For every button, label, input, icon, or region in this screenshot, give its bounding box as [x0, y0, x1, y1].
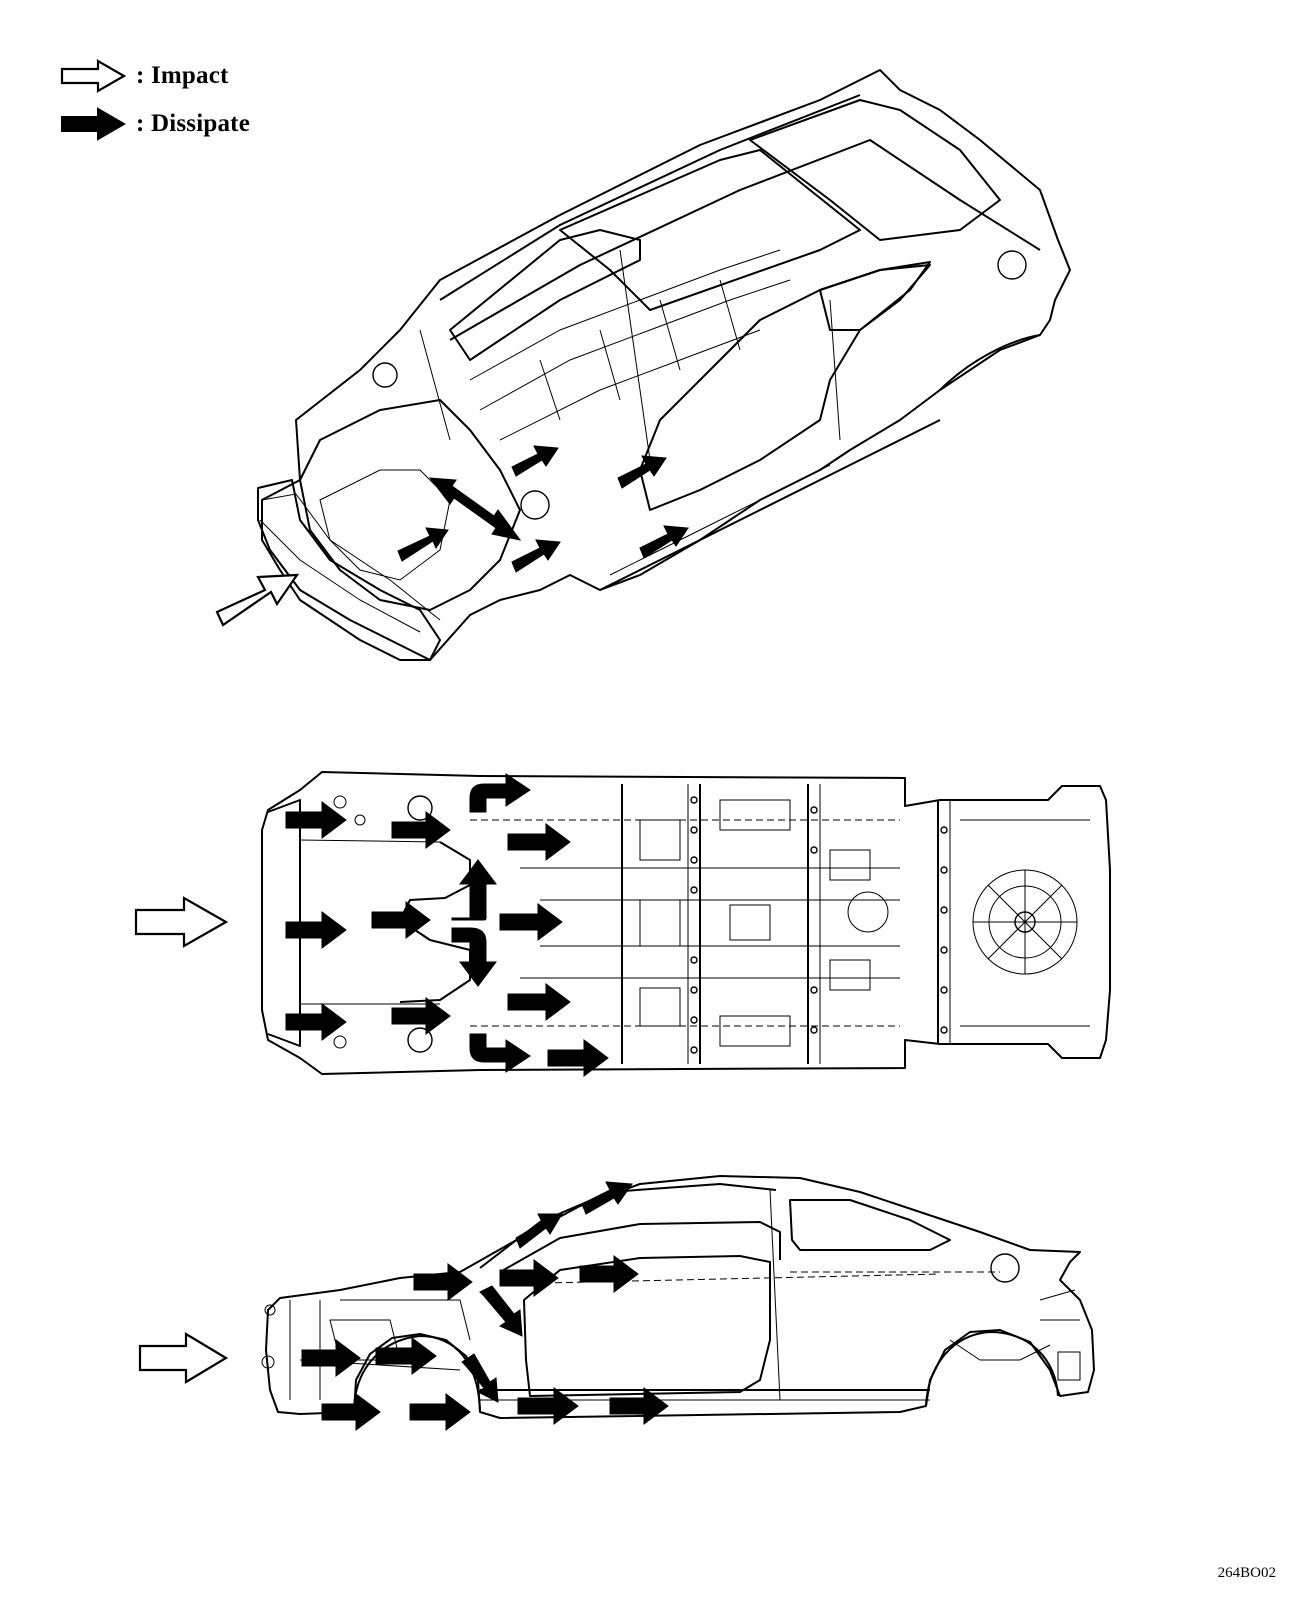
- dissipate-arrows: [285, 773, 609, 1077]
- dissipate-arrow-icon: [371, 901, 431, 939]
- dissipate-arrow-icon: [515, 1213, 563, 1249]
- dissipate-arrow-icon: [507, 983, 571, 1021]
- dissipate-arrow-icon: [301, 1339, 361, 1377]
- dissipate-arrow-icon: [451, 859, 497, 921]
- dissipate-arrow-icon: [499, 1259, 559, 1297]
- impact-arrow-icon: [138, 1332, 229, 1384]
- legend-impact-label: : Impact: [136, 62, 229, 89]
- dissipate-arrow-icon: [375, 1337, 437, 1375]
- dissipate-arrow-icon: [391, 811, 451, 849]
- legend-dissipate-label: : Dissipate: [136, 110, 251, 137]
- car-body-outline: [257, 69, 1071, 661]
- dissipate-arrow-icon: [617, 455, 667, 489]
- dissipate-arrow-icon: [285, 1003, 347, 1041]
- dissipate-arrow-icon: [391, 997, 451, 1035]
- solid-arrow-icon: [61, 107, 126, 141]
- side-outline: [261, 1175, 1095, 1419]
- dissipate-arrow-icon: [428, 477, 522, 541]
- hollow-arrow-icon: [60, 59, 126, 93]
- dissipate-arrow-icon: [511, 539, 561, 573]
- legend-impact: : Impact: [60, 52, 250, 100]
- dissipate-arrow-icon: [547, 1039, 609, 1077]
- dissipate-arrow-icon: [321, 1393, 381, 1431]
- dissipate-arrow-icon: [469, 773, 531, 813]
- dissipate-arrow-icon: [639, 525, 689, 559]
- legend-dissipate: : Dissipate: [60, 100, 250, 148]
- side-body-view: [138, 1175, 1095, 1431]
- impact-arrow-icon: [215, 573, 300, 627]
- dissipate-arrow-icon: [507, 823, 571, 861]
- impact-arrow-icon: [134, 896, 229, 948]
- dissipate-arrow-icon: [511, 445, 559, 477]
- dissipate-arrow-icon: [499, 903, 563, 941]
- dissipate-arrow-icon: [469, 1033, 531, 1073]
- dissipate-arrow-icon: [479, 1285, 523, 1337]
- dissipate-arrow-icon: [285, 911, 347, 949]
- dissipate-arrow-icon: [581, 1181, 633, 1215]
- dissipate-arrow-icon: [451, 927, 497, 987]
- dissipate-arrow-icon: [409, 1393, 471, 1431]
- isometric-body-view: [215, 69, 1071, 661]
- dissipate-arrow-icon: [413, 1263, 473, 1301]
- underbody-plan-view: [134, 771, 1111, 1077]
- dissipate-arrow-icon: [579, 1255, 639, 1293]
- dissipate-arrows: [301, 1181, 669, 1431]
- dissipate-arrow-icon: [517, 1387, 579, 1425]
- dissipate-arrow-icon: [285, 801, 347, 839]
- dissipate-arrows: [397, 445, 689, 573]
- dissipate-arrow-icon: [461, 1353, 499, 1403]
- figure-code: 264BO02: [1217, 1565, 1276, 1581]
- dissipate-arrow-icon: [397, 527, 449, 562]
- dissipate-arrow-icon: [609, 1387, 669, 1425]
- legend: : Impact : Dissipate: [60, 52, 250, 148]
